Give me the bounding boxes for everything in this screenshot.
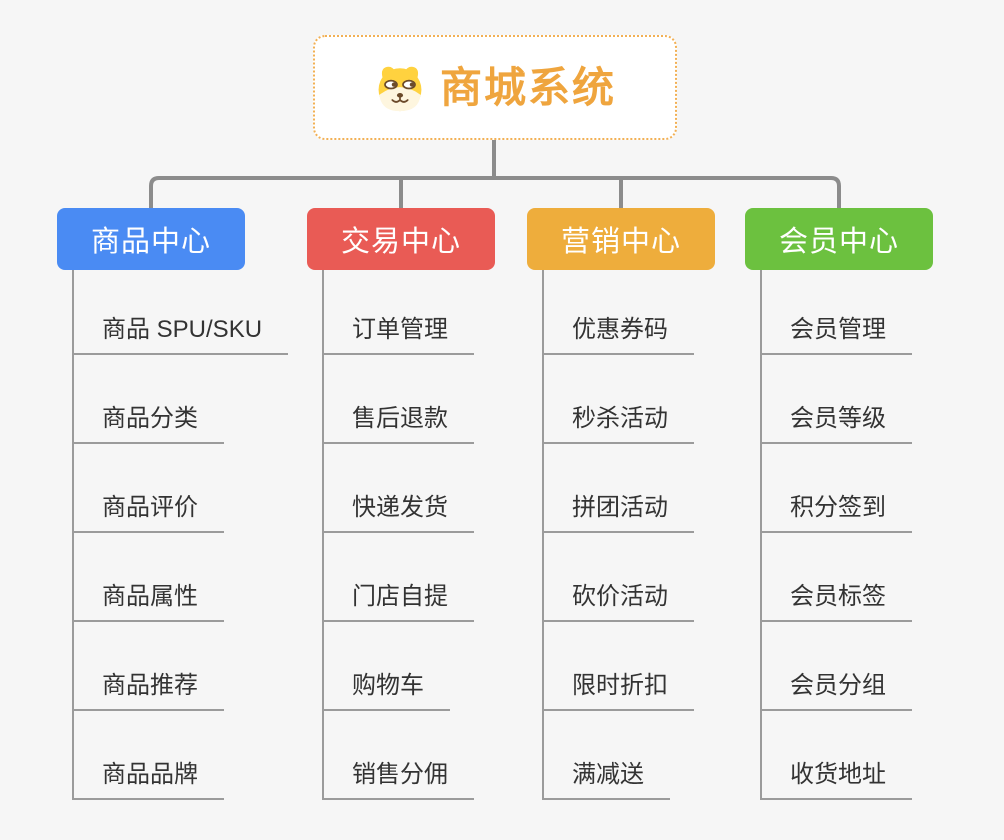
leaf-node[interactable]: 积分签到 [760,494,912,533]
leaf-node[interactable]: 商品品牌 [72,761,224,800]
branch-node-product-center[interactable]: 商品中心 [57,208,245,270]
branch-trade-center: 交易中心 订单管理 售后退款 快递发货 门店自提 购物车 销售分佣 [307,208,547,840]
leaf-node[interactable]: 快递发货 [322,494,474,533]
leaf-node[interactable]: 秒杀活动 [542,405,694,444]
shiba-dog-icon [378,66,422,111]
branch-marketing-center: 营销中心 优惠券码 秒杀活动 拼团活动 砍价活动 限时折扣 满减送 [527,208,767,840]
branch-bus-line [149,176,841,208]
leaf-node[interactable]: 会员分组 [760,672,912,711]
branch-member-center: 会员中心 会员管理 会员等级 积分签到 会员标签 会员分组 收货地址 [745,208,985,840]
branch-node-trade-center[interactable]: 交易中心 [307,208,495,270]
leaf-node[interactable]: 商品分类 [72,405,224,444]
leaf-node[interactable]: 会员等级 [760,405,912,444]
leaf-node[interactable]: 拼团活动 [542,494,694,533]
leaf-node[interactable]: 门店自提 [322,583,474,622]
leaf-node[interactable]: 商品 SPU/SKU [72,316,289,355]
leaf-node[interactable]: 满减送 [542,761,670,800]
branch-product-center: 商品中心 商品 SPU/SKU 商品分类 商品评价 商品属性 商品推荐 商品品牌 [57,208,297,840]
leaf-node[interactable]: 砍价活动 [542,583,694,622]
root-title: 商城系统 [439,63,616,111]
branch-trunk-line [72,270,74,800]
leaf-node[interactable]: 收货地址 [760,761,912,800]
branch-trunk-line [322,270,324,800]
branch-node-member-center[interactable]: 会员中心 [745,208,933,270]
leaf-node[interactable]: 商品属性 [72,583,224,622]
leaf-node[interactable]: 会员标签 [760,583,912,622]
branch-trunk-line [760,270,762,800]
leaf-node[interactable]: 限时折扣 [542,672,694,711]
leaf-node[interactable]: 商品推荐 [72,672,224,711]
branch-trunk-line [542,270,544,800]
leaf-node[interactable]: 会员管理 [760,316,912,355]
root-node[interactable]: 商城系统 [313,35,677,140]
leaf-node[interactable]: 订单管理 [322,316,474,355]
leaf-node[interactable]: 购物车 [322,672,450,711]
leaf-node[interactable]: 售后退款 [322,405,474,444]
leaf-node[interactable]: 销售分佣 [322,761,474,800]
branch-node-marketing-center[interactable]: 营销中心 [527,208,715,270]
leaf-node[interactable]: 商品评价 [72,494,224,533]
leaf-node[interactable]: 优惠券码 [542,316,694,355]
